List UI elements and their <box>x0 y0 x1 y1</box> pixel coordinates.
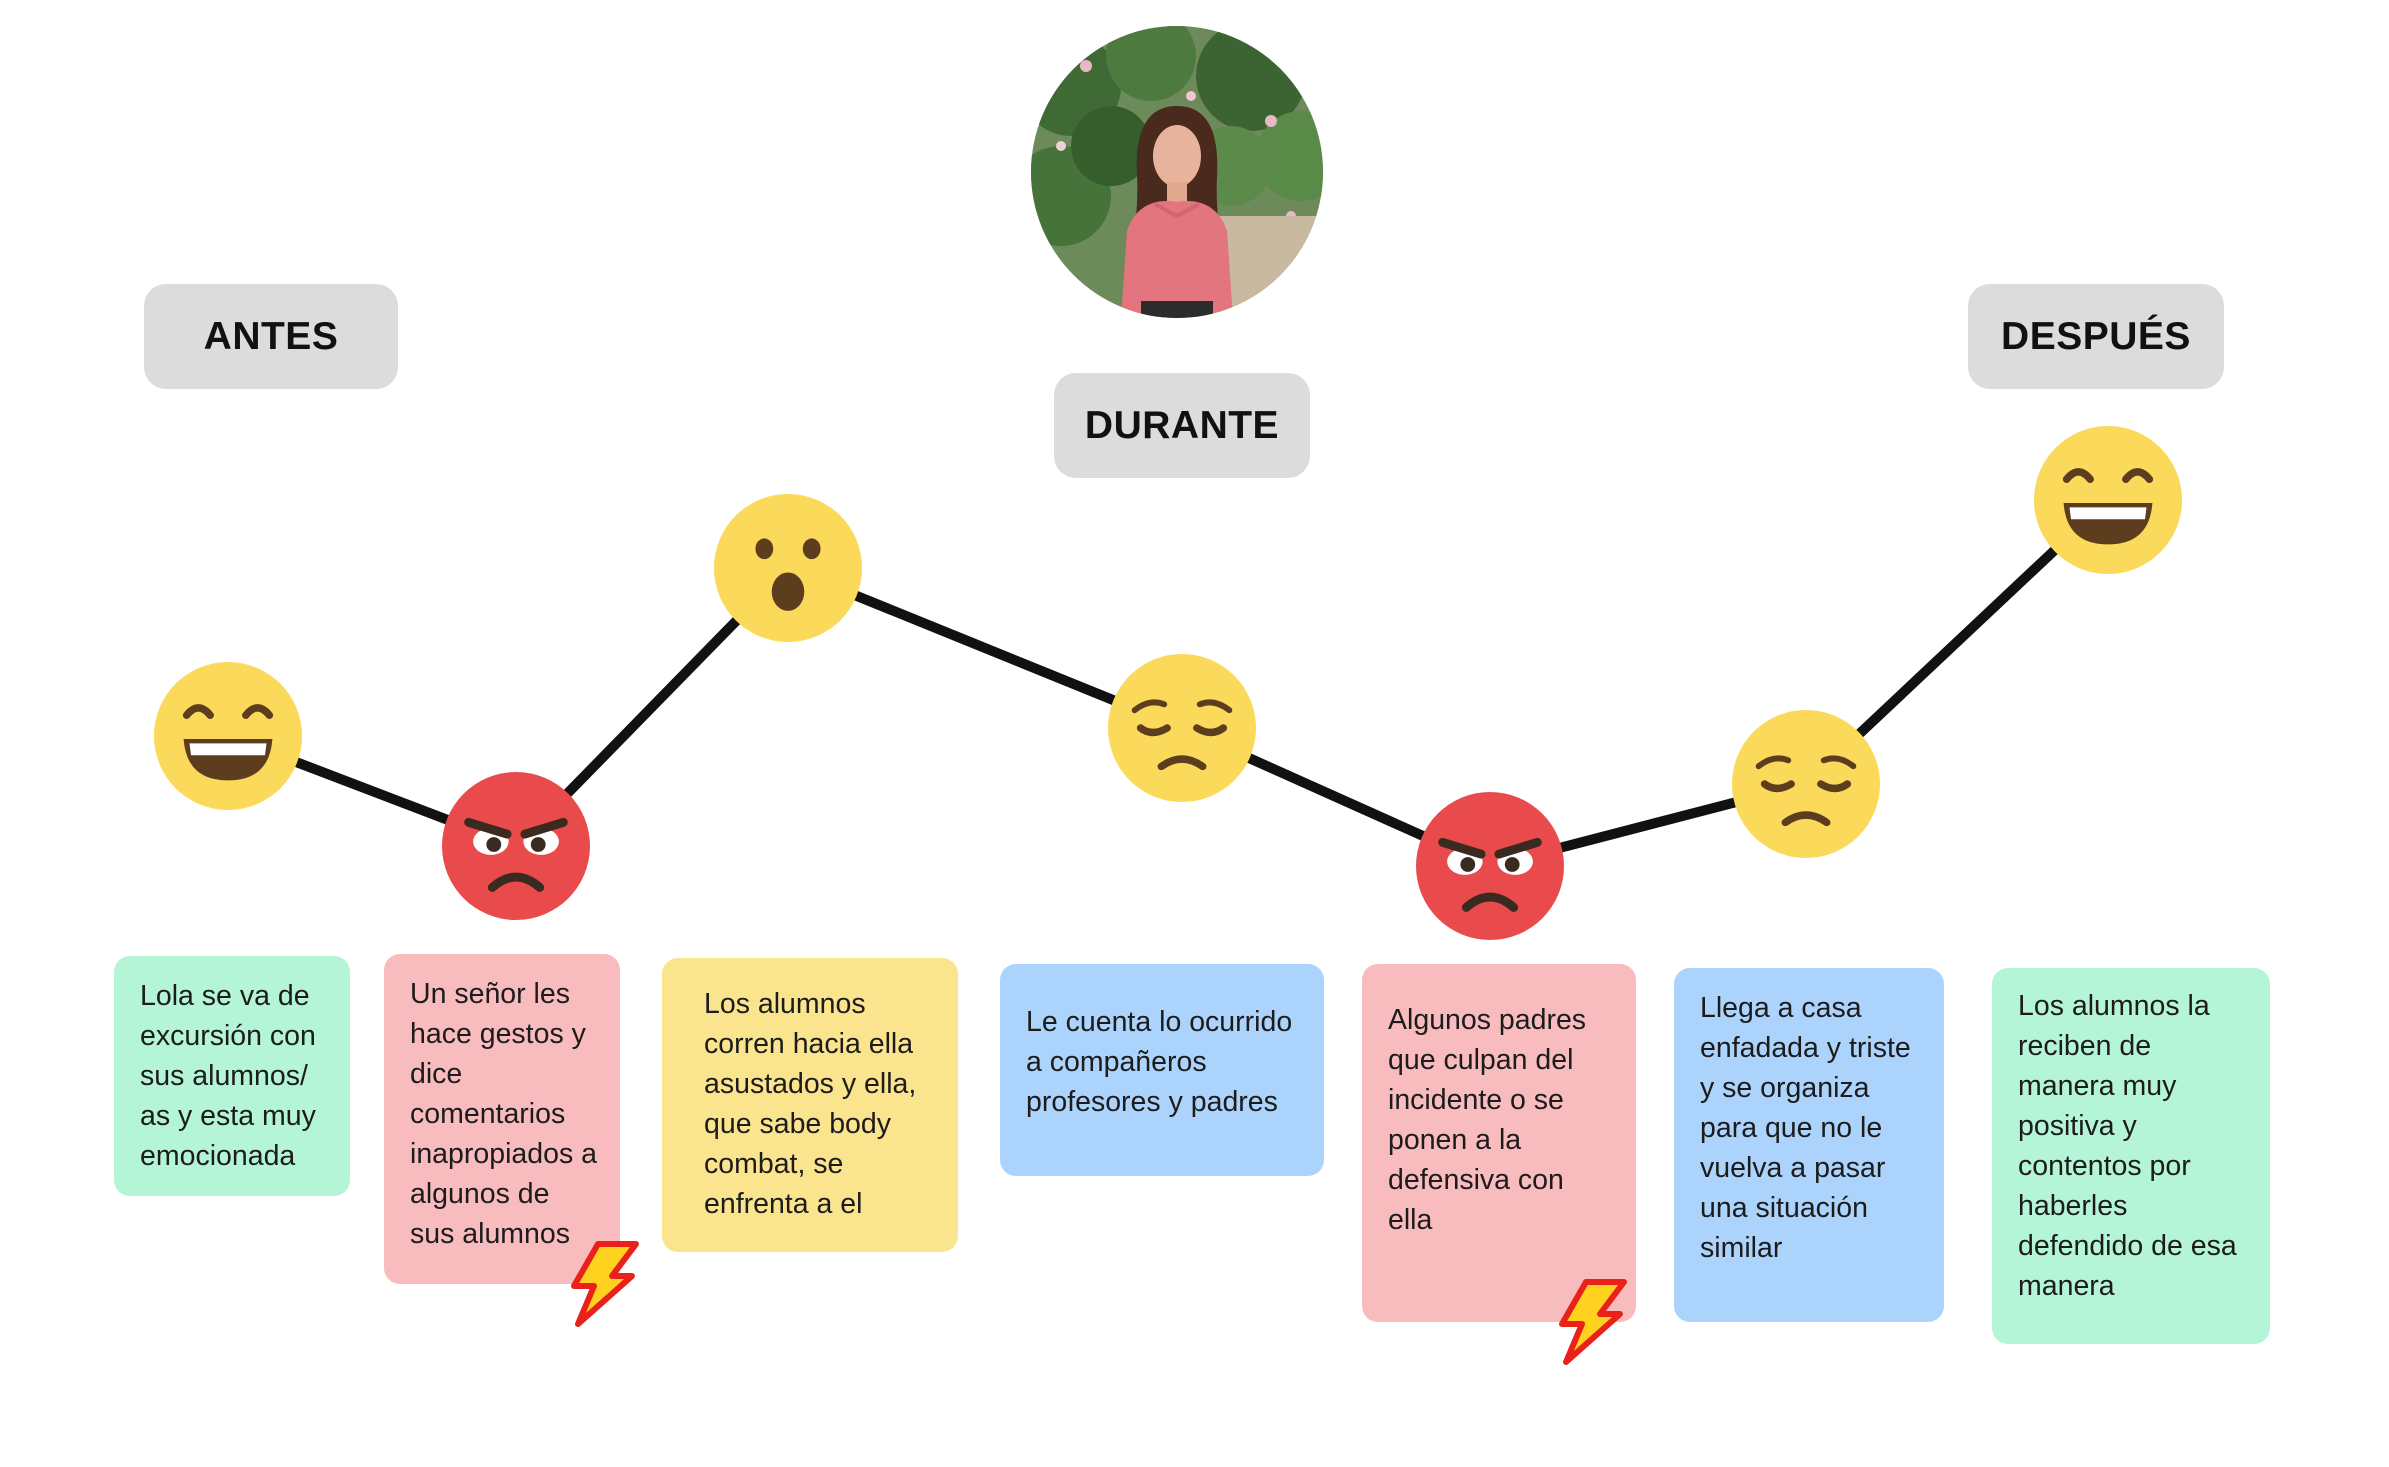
journey-card-text: Los alumnos corren hacia ella asustados … <box>704 988 917 1220</box>
journey-card-text: Los alumnos la reciben de manera muy pos… <box>2018 990 2237 1302</box>
journey-card-3: Los alumnos corren hacia ella asustados … <box>662 958 958 1252</box>
journey-card-4: Le cuenta lo ocurrido a compañeros profe… <box>1000 964 1324 1176</box>
phase-label-before: ANTES <box>144 284 398 389</box>
phase-label-after: DESPUÉS <box>1968 284 2224 389</box>
pensive-face-icon <box>1732 710 1880 858</box>
grinning-face-icon <box>2034 426 2182 574</box>
journey-card-1: Lola se va de excursión con sus alumnos/… <box>114 956 350 1196</box>
lightning-icon <box>1550 1278 1630 1366</box>
angry-face-icon <box>442 772 590 920</box>
journey-card-5: Algunos padres que culpan del incidente … <box>1362 964 1636 1322</box>
pensive-face-icon <box>1108 654 1256 802</box>
persona-photo <box>1031 26 1323 318</box>
journey-card-2: Un señor les hace gestos y dice comentar… <box>384 954 620 1284</box>
surprised-face-icon <box>714 494 862 642</box>
journey-card-text: Lola se va de excursión con sus alumnos/… <box>140 980 316 1172</box>
angry-face-icon <box>1416 792 1564 940</box>
lightning-icon <box>562 1240 642 1328</box>
journey-card-text: Un señor les hace gestos y dice comentar… <box>410 978 597 1250</box>
grinning-face-icon <box>154 662 302 810</box>
journey-card-text: Le cuenta lo ocurrido a compañeros profe… <box>1026 1006 1293 1118</box>
journey-card-text: Llega a casa enfadada y triste y se orga… <box>1700 992 1911 1264</box>
journey-card-6: Llega a casa enfadada y triste y se orga… <box>1674 968 1944 1322</box>
phase-label-during: DURANTE <box>1054 373 1310 478</box>
journey-card-7: Los alumnos la reciben de manera muy pos… <box>1992 968 2270 1344</box>
journey-card-text: Algunos padres que culpan del incidente … <box>1388 1004 1587 1236</box>
